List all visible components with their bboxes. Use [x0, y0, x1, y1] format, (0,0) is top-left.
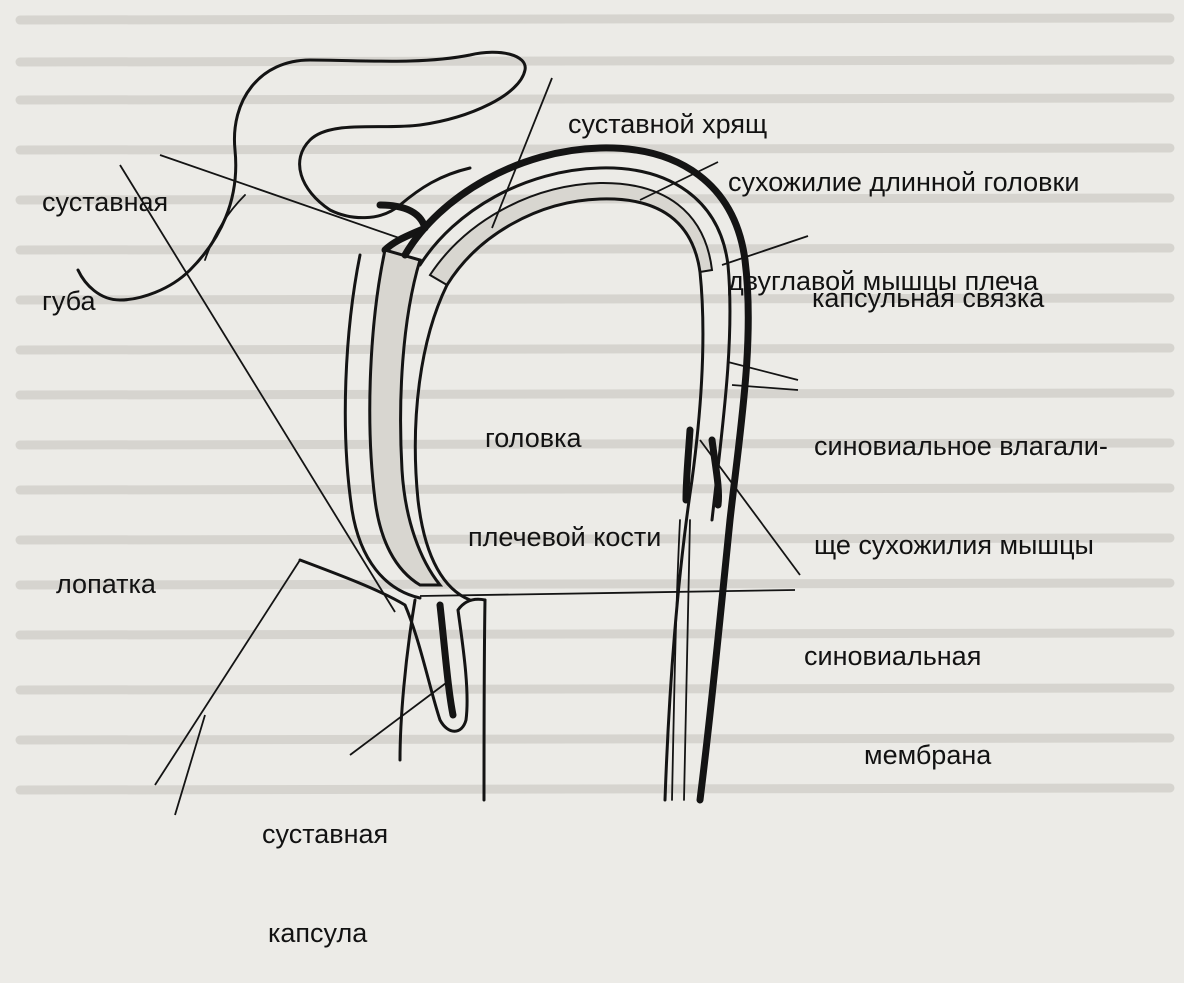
leader-tendon-sheath-1 — [728, 362, 798, 380]
label-joint-capsule-line1: суставная — [262, 818, 388, 851]
label-joint-capsule: суставная капсула — [262, 752, 388, 983]
label-synovial-membrane-line2: мембрана — [804, 739, 991, 772]
humerus-shaft-inner-2 — [684, 520, 690, 800]
label-humeral-head-line2: плечевой кости — [468, 521, 661, 554]
label-humeral-head: головка плечевой кости — [468, 356, 661, 587]
label-scapula-text: лопатка — [56, 568, 156, 601]
leader-synovial-membrane — [420, 590, 795, 596]
label-biceps-tendon-line1: сухожилие длинной головки — [728, 166, 1079, 199]
label-tendon-sheath-line2: ще сухожилия мышцы — [814, 529, 1108, 562]
label-capsular-ligament-text: капсульная связка — [812, 282, 1044, 315]
tendon-sheath-mark-2 — [686, 430, 690, 500]
label-tendon-sheath: синовиальное влагали- ще сухожилия мышцы — [814, 364, 1108, 595]
humerus-outer-line — [484, 600, 485, 800]
tendon-sheath-mark — [712, 440, 719, 505]
label-labrum-line1: суставная — [42, 186, 168, 219]
label-labrum: суставная губа — [42, 120, 168, 351]
label-humeral-head-line1: головка — [468, 422, 661, 455]
label-labrum-line2: губа — [42, 285, 168, 318]
label-synovial-membrane: синовиальная мембрана — [804, 574, 991, 805]
joint-capsule-pouch — [440, 605, 453, 715]
label-scapula: лопатка — [56, 502, 156, 634]
label-joint-capsule-line2: капсула — [262, 917, 388, 950]
label-synovial-membrane-line1: синовиальная — [804, 640, 991, 673]
leader-synovial-membrane-2 — [700, 440, 800, 575]
label-tendon-sheath-line1: синовиальное влагали- — [814, 430, 1108, 463]
label-capsular-ligament: капсульная связка — [812, 216, 1044, 348]
